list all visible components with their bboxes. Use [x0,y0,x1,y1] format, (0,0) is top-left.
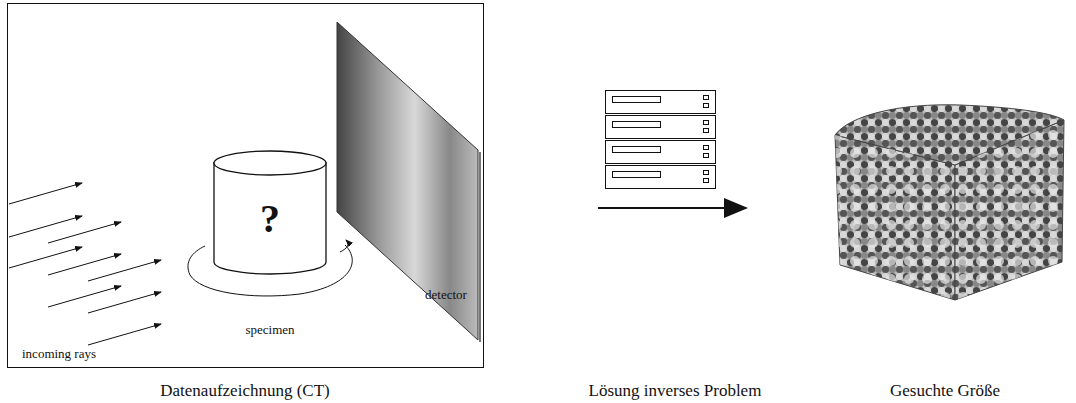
specimen-cylinder: ? [213,150,327,275]
rays-label: incoming rays [22,347,96,361]
node-text: ? [213,195,327,242]
caption-text: Gesuchte Größe [890,382,1000,401]
detector-label: detector [425,288,467,302]
specimen-label: specimen [245,323,294,337]
caption-text: Lösung inverses Problem [589,382,762,401]
caption-text: Datenaufzeichnung (CT) [160,382,329,401]
